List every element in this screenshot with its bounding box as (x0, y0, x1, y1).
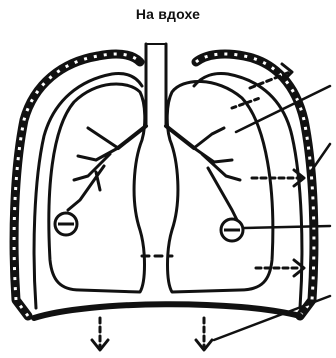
bronchial-tree (68, 126, 240, 222)
dashed-arrow-icon (232, 98, 260, 108)
pleura-minus-marker-right (221, 219, 243, 241)
trachea (146, 44, 166, 126)
dashed-arrow-icon (256, 260, 304, 276)
dashed-arrow-icon (92, 318, 108, 350)
diaphragm (34, 304, 300, 318)
pleura-minus-marker-left (55, 213, 77, 235)
dashed-arrow-icon (252, 170, 304, 186)
left-lung (49, 84, 145, 292)
dashed-arrow-icon (196, 318, 212, 350)
